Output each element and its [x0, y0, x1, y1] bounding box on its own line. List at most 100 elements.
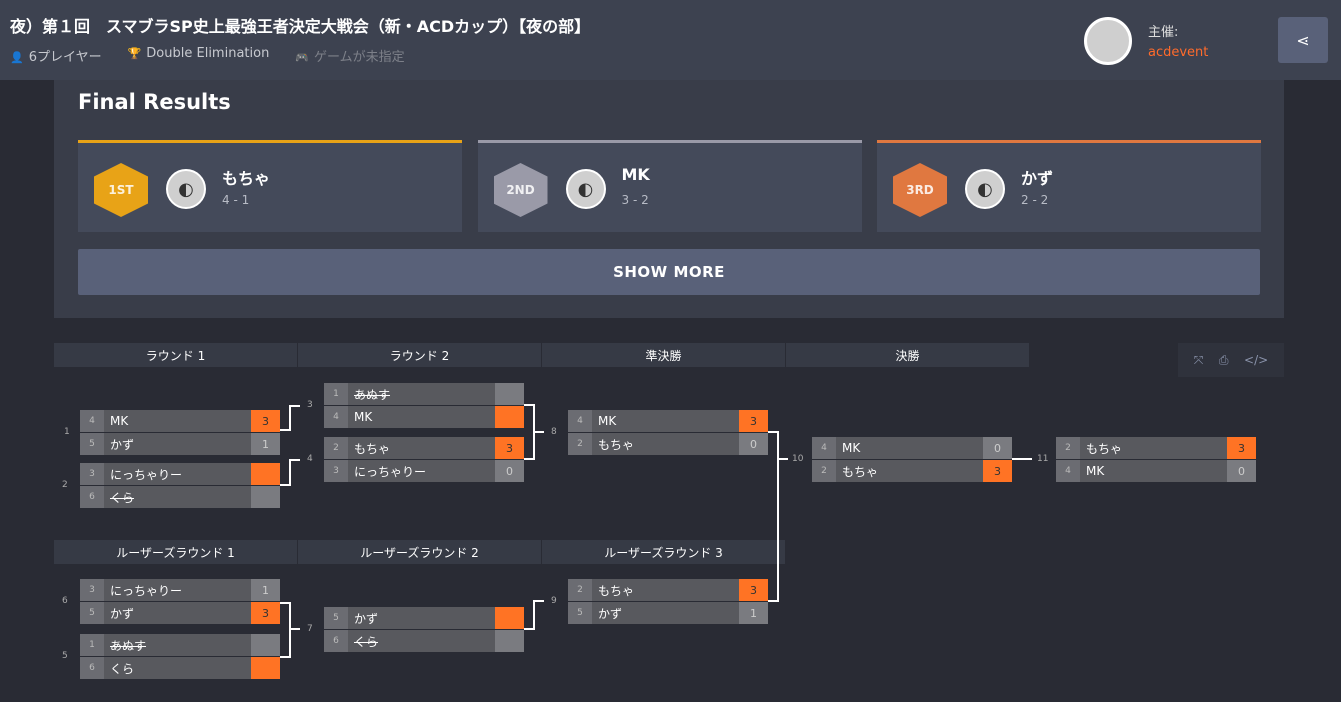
seed-number: 5: [324, 607, 348, 629]
player-record: 4 - 1: [222, 193, 250, 207]
match-row[interactable]: 4 MK: [324, 406, 524, 428]
embed-code-icon[interactable]: </>: [1244, 353, 1269, 367]
match-row[interactable]: 6 くら: [80, 657, 280, 679]
player-avatar: ◐: [565, 169, 606, 209]
connector-line: [768, 431, 779, 602]
round-header: ルーザーズラウンド 1: [54, 540, 297, 564]
player-name: くら: [110, 661, 135, 676]
player-name: くら: [354, 634, 379, 649]
player-name: かず: [598, 606, 623, 621]
medal-icon: 2ND: [493, 163, 548, 217]
seed-number: 2: [1056, 437, 1080, 459]
seed-number: 4: [324, 406, 348, 428]
seed-number: 5: [568, 602, 592, 624]
fullscreen-icon[interactable]: ⤧: [1193, 352, 1204, 367]
match-number: 9: [551, 596, 557, 606]
match-row[interactable]: 3 にっちゃりー 0: [324, 460, 524, 482]
player-name: もちゃ: [222, 169, 271, 188]
match[interactable]: 1 あぬす 6 くら: [80, 634, 280, 679]
seed-number: 3: [80, 579, 104, 601]
seed-number: 5: [80, 602, 104, 624]
tournament-header: 夜）第１回 スマブラSP史上最強王者決定大戦会（新・ACDカップ）【夜の部】 👤…: [0, 0, 1341, 80]
medal-icon: 3RD: [893, 163, 947, 217]
seed-number: 6: [80, 486, 104, 508]
score: 0: [983, 437, 1012, 459]
connector-line: [524, 600, 544, 630]
connector-line: [280, 459, 300, 486]
share-button[interactable]: ⋖: [1278, 17, 1328, 63]
gamepad-icon: 🎮: [295, 51, 310, 64]
player-name: かず: [110, 606, 135, 621]
player-name: MK: [1086, 464, 1105, 478]
seed-number: 3: [324, 460, 348, 482]
player-name: あぬす: [110, 638, 147, 653]
seed-number: 4: [1056, 460, 1080, 482]
match-number: 11: [1037, 454, 1049, 464]
score: 1: [251, 579, 280, 601]
score: 3: [1227, 437, 1256, 459]
seed-number: 1: [80, 634, 104, 656]
player-name: MK: [354, 410, 373, 424]
match-row[interactable]: 5 かず: [324, 607, 524, 629]
match-row[interactable]: 1 あぬす: [80, 634, 280, 656]
show-more-button[interactable]: SHOW MORE: [78, 249, 1260, 295]
bracket-toolbar: ⤧ ⎙ </>: [1178, 343, 1284, 377]
player-name: かず: [354, 611, 379, 626]
match-number: 4: [307, 454, 313, 464]
seed-number: 3: [80, 463, 104, 485]
seed-number: 5: [80, 433, 104, 455]
player-name: にっちゃりー: [354, 464, 427, 479]
seed-number: 6: [80, 657, 104, 679]
match-number: 3: [307, 400, 313, 410]
player-name: もちゃ: [354, 441, 391, 456]
round-header: 決勝: [786, 343, 1029, 367]
page-title: 夜）第１回 スマブラSP史上最強王者決定大戦会（新・ACDカップ）【夜の部】: [10, 17, 591, 36]
score: 1: [739, 602, 768, 624]
player-count: 👤6プレイヤー: [10, 50, 102, 65]
score: [251, 463, 280, 485]
player-name: MK: [110, 414, 129, 428]
seed-number: 4: [80, 410, 104, 432]
score: 1: [251, 433, 280, 455]
host-link[interactable]: acdevent: [1148, 45, 1209, 60]
host-avatar[interactable]: [1084, 17, 1132, 65]
score: 3: [983, 460, 1012, 482]
score: 0: [495, 460, 524, 482]
player-name: あぬす: [354, 387, 391, 402]
match-number: 10: [792, 454, 804, 464]
score: 3: [739, 410, 768, 432]
player-avatar: ◐: [965, 169, 1005, 209]
player-record: 2 - 2: [1021, 193, 1049, 207]
player-avatar: ◐: [166, 169, 206, 209]
score: [495, 406, 524, 428]
print-icon[interactable]: ⎙: [1218, 352, 1229, 367]
match-row[interactable]: 5 かず 1: [568, 602, 768, 624]
